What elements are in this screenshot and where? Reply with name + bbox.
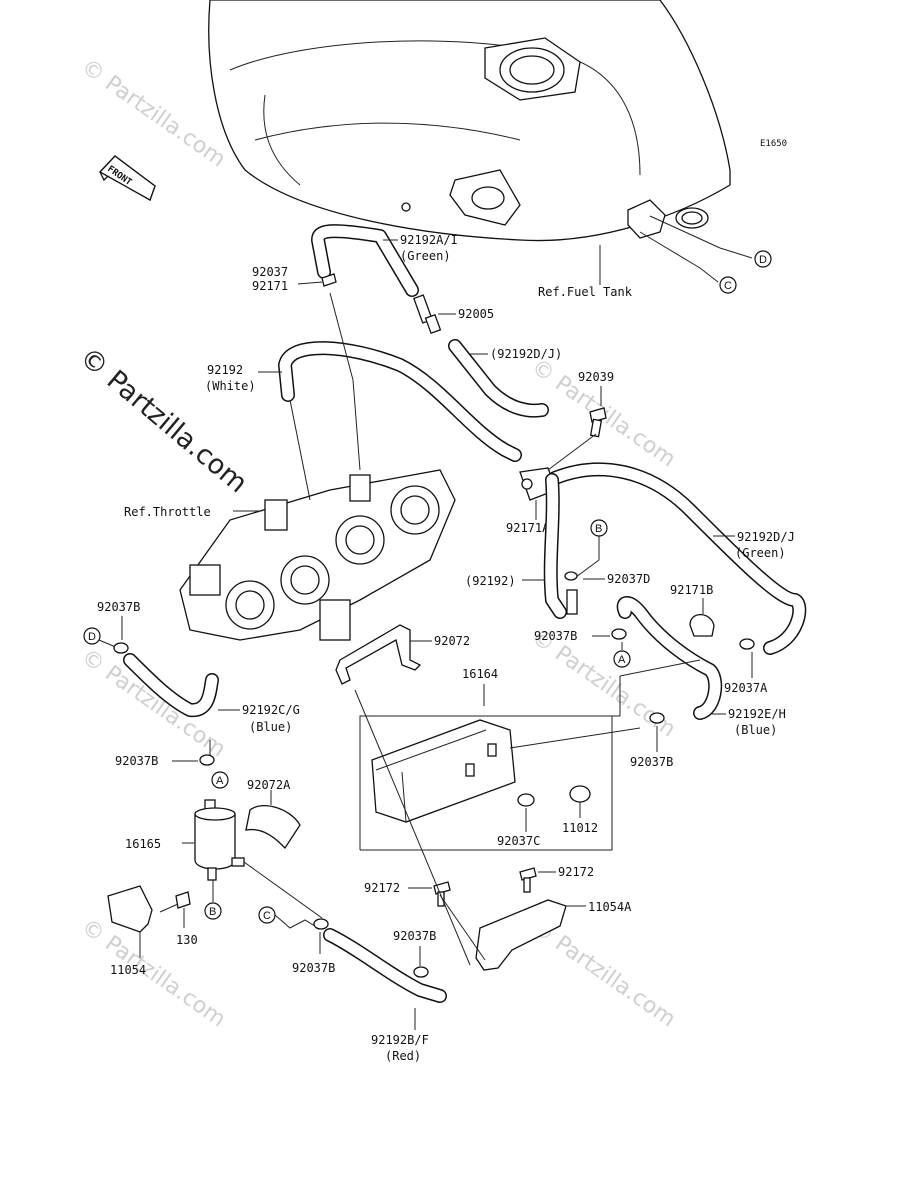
callout-b-upper-letter: B bbox=[595, 523, 602, 535]
hose-92192d-j-right bbox=[548, 462, 807, 655]
clip-92037b-left bbox=[113, 642, 129, 654]
label-92192c-g-color: (Blue) bbox=[249, 720, 292, 734]
clip-92037a bbox=[739, 638, 755, 650]
front-arrow: FRONT bbox=[98, 155, 156, 201]
label-92192b-f: 92192B/F bbox=[371, 1033, 429, 1047]
label-92005: 92005 bbox=[458, 307, 494, 321]
clip-92037c bbox=[517, 793, 535, 807]
callout-a-lower bbox=[211, 771, 229, 789]
label-92171a: 92171A bbox=[506, 521, 550, 535]
callout-c-lower-letter: C bbox=[263, 910, 271, 922]
label-92037b-right: 92037B bbox=[630, 755, 673, 769]
clip-92037b-left2 bbox=[199, 754, 215, 766]
clip-92037b-low bbox=[313, 918, 329, 930]
label-92072a: 92072A bbox=[247, 778, 291, 792]
clip-92037b-low2 bbox=[413, 966, 429, 978]
hose-92192e-h bbox=[616, 596, 723, 720]
callout-d-tank bbox=[754, 250, 772, 268]
watermark: © Partzilla.com bbox=[77, 914, 230, 1032]
bolt-92039 bbox=[589, 407, 607, 438]
bracket-11054a bbox=[475, 899, 567, 971]
throttle-body bbox=[179, 469, 456, 641]
label-ref-throttle: Ref.Throttle bbox=[124, 505, 211, 519]
label-92037b-mid: 92037B bbox=[534, 629, 577, 643]
label-92192-paren: (92192) bbox=[465, 574, 516, 588]
label-92192-white-color: (White) bbox=[205, 379, 256, 393]
bracket-11054 bbox=[107, 885, 153, 933]
label-92192b-f-color: (Red) bbox=[385, 1049, 421, 1063]
callout-c-tank-letter: C bbox=[724, 280, 732, 292]
label-92171b: 92171B bbox=[670, 583, 713, 597]
label-ref-fuel-tank: Ref.Fuel Tank bbox=[538, 285, 633, 299]
label-11012: 11012 bbox=[562, 821, 598, 835]
clip-92037 bbox=[321, 273, 337, 287]
label-16164: 16164 bbox=[462, 667, 498, 681]
callout-d-lower bbox=[83, 627, 101, 645]
screw-92172-left bbox=[433, 881, 451, 907]
label-92037c: 92037C bbox=[497, 834, 540, 848]
hose-92192-middle bbox=[543, 473, 567, 619]
joint-92005 bbox=[413, 294, 442, 335]
hose-92192-white bbox=[278, 341, 522, 462]
canister-16164 bbox=[371, 719, 641, 823]
label-92172-left: 92172 bbox=[364, 881, 400, 895]
clip-92037b-mid bbox=[611, 628, 627, 640]
label-92171-top: 92171 bbox=[252, 279, 288, 293]
label-92037d: 92037D bbox=[607, 572, 650, 586]
callout-b-lower-letter: B bbox=[209, 906, 216, 918]
clip-92037b-right bbox=[649, 712, 665, 724]
label-92037b-low2: 92037B bbox=[393, 929, 436, 943]
hose-92192d-j-upper bbox=[448, 339, 549, 418]
label-16165: 16165 bbox=[125, 837, 161, 851]
label-92037b-low: 92037B bbox=[292, 961, 335, 975]
label-92039: 92039 bbox=[578, 370, 614, 384]
label-130: 130 bbox=[176, 933, 198, 947]
clip-92171b bbox=[689, 613, 715, 637]
callout-a-upper bbox=[613, 650, 631, 668]
label-11054: 11054 bbox=[110, 963, 146, 977]
label-92037-top: 92037 bbox=[252, 265, 288, 279]
bracket-92072 bbox=[335, 624, 422, 685]
callout-c-tank bbox=[719, 276, 737, 294]
drawing-code: E1650 bbox=[760, 139, 787, 149]
label-92192a-i: 92192A/I bbox=[400, 233, 458, 247]
callout-d-tank-letter: D bbox=[759, 254, 767, 266]
label-92172-right: 92172 bbox=[558, 865, 594, 879]
callout-a-upper-letter: A bbox=[618, 654, 626, 666]
callout-b-lower bbox=[204, 902, 222, 920]
label-92192-white: 92192 bbox=[207, 363, 243, 377]
label-92192a-i-color: (Green) bbox=[400, 249, 451, 263]
hose-92192c-g bbox=[123, 653, 219, 717]
label-92192d-j-paren: (92192D/J) bbox=[490, 347, 562, 361]
hose-92192a-i bbox=[311, 224, 419, 297]
label-92037a: 92037A bbox=[724, 681, 768, 695]
label-92192e-h: 92192E/H bbox=[728, 707, 786, 721]
label-92072: 92072 bbox=[434, 634, 470, 648]
callout-d-lower-letter: D bbox=[88, 631, 96, 643]
label-92037b-left: 92037B bbox=[97, 600, 140, 614]
clamp-92072a bbox=[245, 805, 301, 850]
bolt-130 bbox=[159, 891, 191, 913]
cap-11012 bbox=[569, 785, 591, 803]
label-11054a: 11054A bbox=[588, 900, 632, 914]
label-92192d-j-color: (Green) bbox=[735, 546, 786, 560]
filter-16165 bbox=[194, 799, 245, 881]
label-92192d-j: 92192D/J bbox=[737, 530, 795, 544]
callout-a-lower-letter: A bbox=[216, 775, 224, 787]
hose-92192b-f bbox=[323, 928, 447, 1003]
label-92037b-left2: 92037B bbox=[115, 754, 158, 768]
watermark: © Partzilla.com bbox=[77, 54, 230, 172]
screw-92172-right bbox=[519, 867, 537, 893]
label-92192c-g: 92192C/G bbox=[242, 703, 300, 717]
watermark: © Partzilla.com bbox=[527, 914, 680, 1032]
fuel-tank bbox=[208, 0, 731, 242]
label-92192e-h-color: (Blue) bbox=[734, 723, 777, 737]
